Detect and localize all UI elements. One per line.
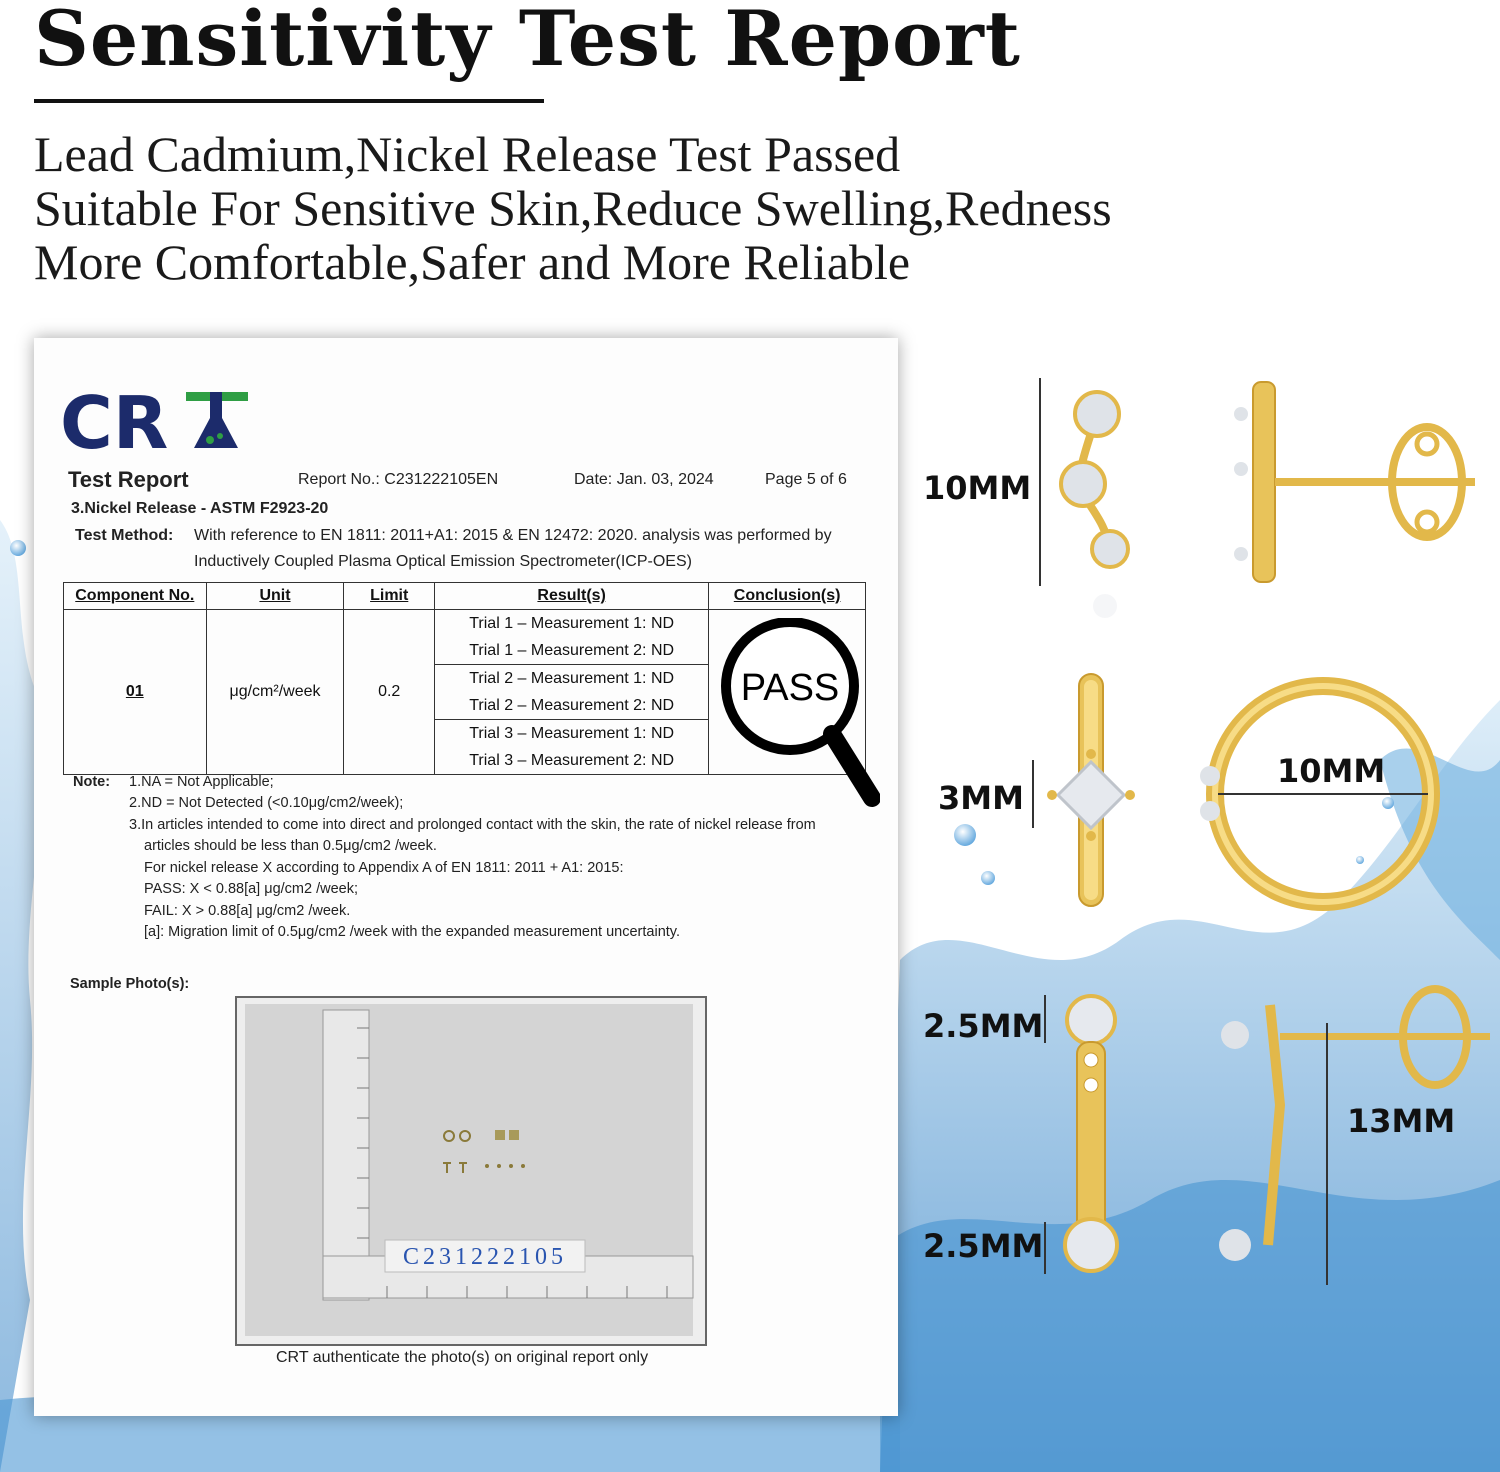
note-migration-limit: [a]: Migration limit of 0.5μg/cm2 /week … — [144, 924, 680, 940]
pass-magnifier-stamp: PASS — [721, 618, 880, 807]
note-2: 2.ND = Not Detected (<0.10μg/cm2/week); — [129, 795, 404, 811]
report-date: Date: Jan. 03, 2024 — [574, 471, 714, 488]
note-3-cont: articles should be less than 0.5μg/cm2 /… — [144, 838, 437, 854]
tagline-line-2: Suitable For Sensitive Skin,Reduce Swell… — [34, 180, 1112, 236]
result-trial-3-m2: Trial 3 – Measurement 2: ND — [434, 747, 710, 775]
test-method-line-1: With reference to EN 1811: 2011+A1: 2015… — [194, 527, 832, 544]
huggie-measure-line — [1032, 760, 1034, 828]
component-number: 01 — [63, 609, 207, 775]
climber-earring-side — [1234, 381, 1475, 583]
table-row: Trial 3 – Measurement 2: ND — [64, 747, 866, 775]
table-row: Trial 3 – Measurement 1: ND — [64, 719, 866, 747]
note-1: 1.NA = Not Applicable; — [129, 774, 274, 790]
dimension-stone-top: 2.5MM — [923, 1007, 1044, 1045]
result-trial-2-m1: Trial 2 – Measurement 1: ND — [434, 664, 710, 692]
stone-top-measure-line — [1044, 995, 1046, 1043]
table-row: Trial 2 – Measurement 1: ND — [64, 664, 866, 692]
section-heading: 3.Nickel Release - ASTM F2923-20 — [71, 500, 329, 517]
result-trial-1-m2: Trial 1 – Measurement 2: ND — [434, 637, 710, 665]
result-trial-2-m2: Trial 2 – Measurement 2: ND — [434, 692, 710, 720]
header-unit: Unit — [205, 582, 345, 610]
note-label: Note: — [73, 774, 111, 790]
report-doc-title: Test Report — [68, 467, 189, 492]
sample-photo-label: Sample Photo(s): — [70, 976, 190, 992]
climber-measure-line — [1039, 378, 1041, 586]
page-title: Sensitivity Test Report — [34, 0, 1021, 83]
note-appendix: For nickel release X according to Append… — [144, 860, 624, 876]
report-page: Page 5 of 6 — [765, 471, 847, 488]
header-conclusion: Conclusion(s) — [708, 582, 866, 610]
test-report-document: CR Test Report Report No.: C231222105EN … — [34, 338, 898, 1416]
test-method-label: Test Method: — [75, 527, 174, 544]
tagline-line-1: Lead Cadmium,Nickel Release Test Passed — [34, 126, 901, 182]
title-underline — [34, 99, 544, 103]
hoop-earring-side — [1200, 677, 1440, 911]
test-method-line-2: Inductively Coupled Plasma Optical Emiss… — [194, 553, 692, 570]
dimension-stone-bottom: 2.5MM — [923, 1227, 1044, 1265]
report-number: Report No.: C231222105EN — [298, 471, 499, 488]
drop-earring-front — [1063, 994, 1119, 1273]
dimension-hoop-diameter: 10MM — [1277, 752, 1386, 790]
sample-id-tag: C231222105 — [403, 1244, 567, 1270]
table-header-row: Component No. Unit Limit Result(s) Concl… — [63, 582, 866, 610]
sample-photo-image: C231222105 — [245, 1004, 694, 1336]
header-results: Result(s) — [434, 582, 710, 610]
crt-logo: CR — [60, 386, 248, 458]
svg-text:CR: CR — [60, 386, 168, 458]
drop-earring-side — [1219, 985, 1490, 1285]
note-fail-criteria: FAIL: X > 0.88[a] μg/cm2 /week. — [144, 903, 351, 919]
result-trial-1-m1: Trial 1 – Measurement 1: ND — [434, 609, 710, 637]
dimension-huggie-width: 3MM — [938, 779, 1024, 817]
tagline-line-3: More Comfortable,Safer and More Reliable — [34, 234, 911, 290]
sample-photo: C231222105 — [235, 996, 707, 1346]
photo-caption: CRT authenticate the photo(s) on origina… — [276, 1349, 649, 1366]
table-row: Trial 2 – Measurement 2: ND — [64, 692, 866, 720]
pass-label: PASS — [741, 667, 840, 709]
dimension-drop-length: 13MM — [1347, 1102, 1456, 1140]
header-component: Component No. — [63, 582, 207, 610]
header-limit: Limit — [343, 582, 436, 610]
climber-earring-front — [1059, 390, 1130, 618]
limit-value: 0.2 — [343, 609, 436, 775]
stone-bottom-measure-line — [1044, 1222, 1046, 1274]
huggie-earring-front — [1047, 673, 1135, 907]
dimension-climber-height: 10MM — [923, 469, 1032, 507]
result-trial-3-m1: Trial 3 – Measurement 1: ND — [434, 719, 710, 747]
unit-value: μg/cm²/week — [205, 609, 345, 775]
table-row: Trial 1 – Measurement 2: ND — [64, 637, 866, 665]
note-pass-criteria: PASS: X < 0.88[a] μg/cm2 /week; — [144, 881, 359, 897]
note-3: 3.In articles intended to come into dire… — [129, 817, 816, 833]
